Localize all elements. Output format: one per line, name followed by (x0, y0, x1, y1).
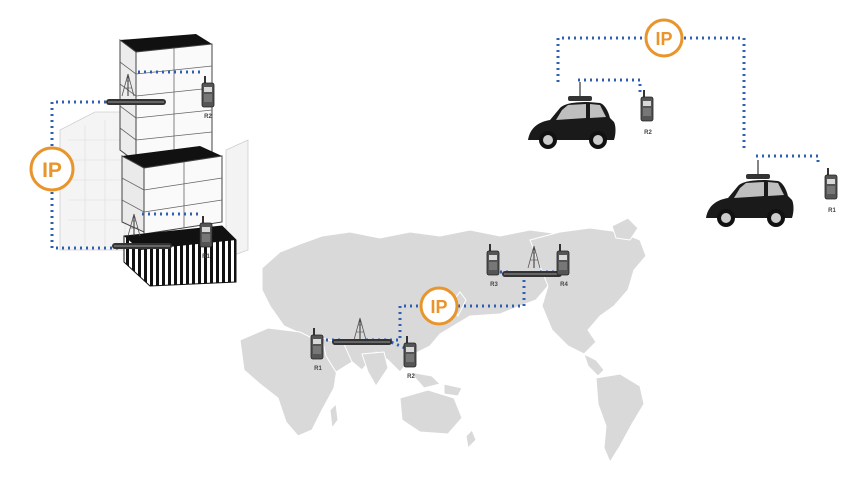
ip-badge-icon (29, 146, 75, 192)
ip-badge-label: IP (655, 29, 672, 49)
repeater-icon (112, 243, 172, 249)
radio-label-map-right-a: R3 (490, 282, 498, 288)
ip-badge-map: IP (419, 286, 459, 326)
ip-badge-label: IP (430, 297, 447, 317)
radio-label-map-bottom: R2 (407, 374, 415, 380)
repeater-icon (106, 99, 166, 105)
vehicle-ip-link (556, 36, 820, 166)
ip-badge-label: IP (42, 159, 62, 182)
ip-badge-vehicles: IP (644, 18, 684, 58)
vehicle-icon-top (527, 81, 617, 150)
radio-label-map-left: R1 (314, 366, 322, 372)
ip-badge-icon (419, 286, 459, 326)
radio-label-building-top: R2 (204, 114, 212, 120)
portable-radio-icon (824, 167, 838, 200)
radio-label-car-top: R2 (644, 130, 652, 136)
building-ip-link (50, 70, 202, 250)
world-map-icon (239, 217, 647, 464)
radio-label-building-bottom: R1 (202, 254, 210, 260)
portable-radio-icon (640, 89, 654, 122)
radio-label-car-bottom: R1 (828, 208, 836, 214)
radio-label-map-right-b: R4 (560, 282, 568, 288)
repeater-icon (332, 339, 392, 345)
repeater-icon (502, 271, 562, 277)
ip-badge-icon (644, 18, 684, 58)
ip-badge-building: IP (29, 146, 75, 192)
vehicle-icon-bottom (705, 159, 795, 228)
